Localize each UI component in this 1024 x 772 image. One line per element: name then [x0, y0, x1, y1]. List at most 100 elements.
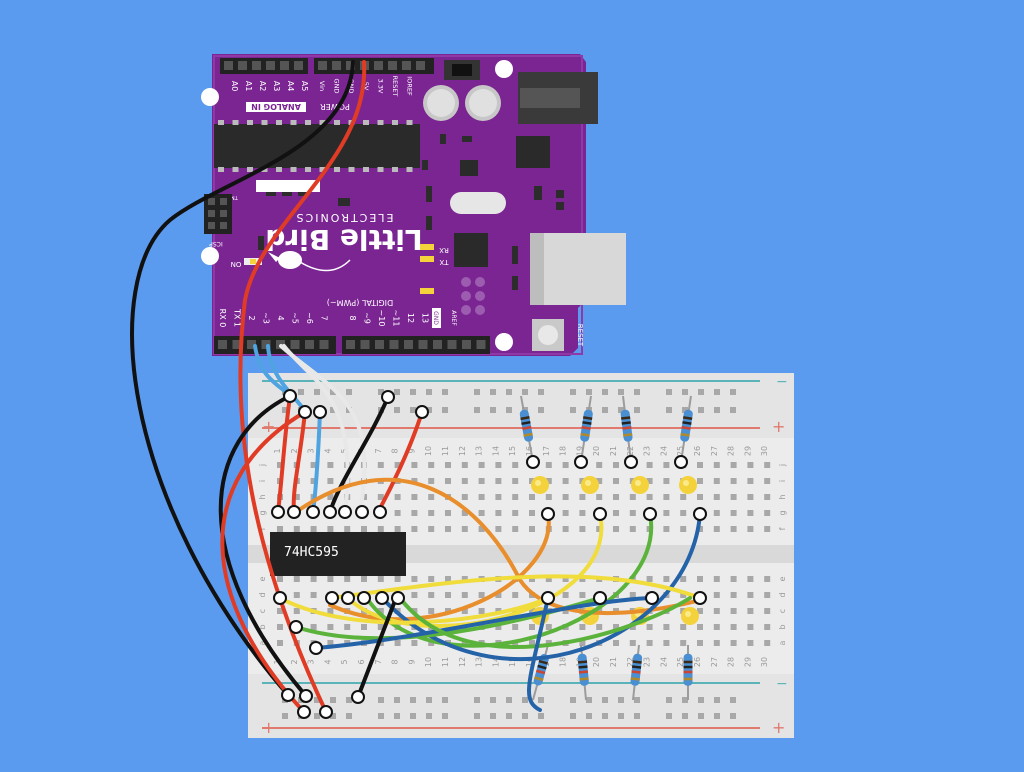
- breadboard-hole: [478, 592, 485, 598]
- led-highlight: [585, 480, 591, 486]
- breadboard-hole: [461, 510, 468, 516]
- smd-part: [338, 198, 350, 206]
- usb-chip: [454, 233, 488, 267]
- resistor-band: [578, 665, 588, 669]
- wire-endpoint: [289, 620, 303, 634]
- breadboard-hole: [478, 462, 485, 468]
- breadboard-hole: [764, 526, 771, 532]
- power-pin-label: IOREF: [406, 76, 414, 96]
- chip-pin: [348, 167, 355, 172]
- rail-hole: [570, 407, 576, 413]
- chip-pin: [377, 167, 384, 172]
- rail-hole: [394, 389, 400, 395]
- power-header-pin: [346, 61, 355, 70]
- rail-hole: [426, 407, 432, 413]
- column-number-top: 24: [659, 446, 668, 456]
- rail-hole: [346, 697, 352, 703]
- breadboard-hole: [495, 526, 502, 532]
- power-header-pin: [318, 61, 327, 70]
- breadboard-hole: [646, 624, 653, 630]
- breadboard-hole: [680, 624, 687, 630]
- breadboard-hole: [663, 510, 670, 516]
- wire-endpoint: [319, 705, 333, 719]
- breadboard-hole: [629, 510, 636, 516]
- analog-header-pin: [266, 61, 275, 70]
- digital-header-pin: [290, 340, 300, 349]
- crystal: [450, 192, 506, 214]
- breadboard-hole: [495, 462, 502, 468]
- row-letter: j: [258, 464, 267, 467]
- breadboard-hole: [277, 640, 283, 646]
- rail-hole: [298, 389, 304, 395]
- rail-hole: [586, 697, 592, 703]
- column-number-top: 10: [424, 446, 433, 456]
- breadboard-hole: [764, 494, 771, 500]
- power-header-pin: [332, 61, 341, 70]
- wire-endpoint: [541, 591, 555, 605]
- chip-pin: [232, 167, 239, 172]
- column-number-bottom: 2: [290, 659, 299, 664]
- breadboard-hole: [495, 510, 502, 516]
- column-number-top: 9: [407, 448, 416, 453]
- smd-part: [534, 186, 542, 200]
- aref-label: AREF: [450, 310, 457, 326]
- resistor: [620, 409, 633, 442]
- rail-plus-label-tl: +: [262, 417, 275, 436]
- breadboard-hole: [697, 462, 703, 468]
- wire-endpoints: [271, 389, 707, 719]
- rail-hole: [666, 713, 672, 719]
- breadboard-hole: [646, 462, 653, 468]
- breadboard-hole: [277, 462, 283, 468]
- rail-hole: [570, 697, 576, 703]
- rail-hole: [730, 407, 736, 413]
- column-number-bottom: 24: [659, 657, 668, 667]
- breadboard-hole: [529, 510, 535, 516]
- rail-hole: [618, 389, 624, 395]
- digital-header-pin: [476, 340, 486, 349]
- digital-header-pin: [346, 340, 355, 349]
- column-number-bottom: 22: [626, 657, 635, 667]
- breadboard-hole: [394, 576, 401, 582]
- smd-part: [556, 202, 564, 210]
- resistor-band: [623, 433, 633, 437]
- row-letter: d: [258, 592, 267, 597]
- breadboard-hole: [529, 640, 535, 646]
- reset-button-cap[interactable]: [538, 325, 558, 345]
- breadboard-hole: [361, 576, 367, 582]
- wire-black-chip-gnd: [356, 596, 398, 699]
- rail-hole: [442, 713, 448, 719]
- chip-pin: [406, 120, 413, 125]
- digital-header-pin: [433, 340, 442, 349]
- column-number-top: 26: [693, 446, 702, 456]
- chip-pin: [247, 120, 253, 125]
- rail-hole: [426, 697, 432, 703]
- wire-endpoint: [593, 591, 607, 605]
- breadboard-hole: [327, 494, 334, 500]
- rail-hole: [602, 697, 608, 703]
- column-number-top: 18: [559, 446, 568, 456]
- digital-pin-label: 13: [421, 313, 430, 323]
- column-number-bottom: 12: [458, 657, 467, 667]
- rail-hole: [314, 713, 320, 719]
- resistor-band: [683, 416, 693, 420]
- rail-hole: [282, 713, 288, 719]
- breadboard-hole: [663, 526, 670, 532]
- wire-endpoint: [541, 507, 555, 521]
- breadboard-hole: [445, 510, 451, 516]
- chip-pin: [334, 167, 340, 172]
- wire-endpoint: [381, 390, 395, 404]
- column-number-bottom: 9: [407, 659, 416, 664]
- resistor-band: [535, 669, 546, 675]
- breadboard-hole: [445, 478, 451, 484]
- wire-endpoint: [645, 591, 659, 605]
- breadboard-hole: [445, 592, 451, 598]
- resistor-band: [631, 670, 641, 674]
- mounting-hole-3: [495, 60, 513, 78]
- rail-hole: [410, 389, 416, 395]
- breadboard-hole: [730, 510, 737, 516]
- breadboard-hole: [747, 624, 754, 630]
- breadboard-hole: [327, 640, 334, 646]
- breadboard-hole: [512, 526, 519, 532]
- resistor-band: [630, 677, 640, 681]
- breadboard-hole: [562, 494, 569, 500]
